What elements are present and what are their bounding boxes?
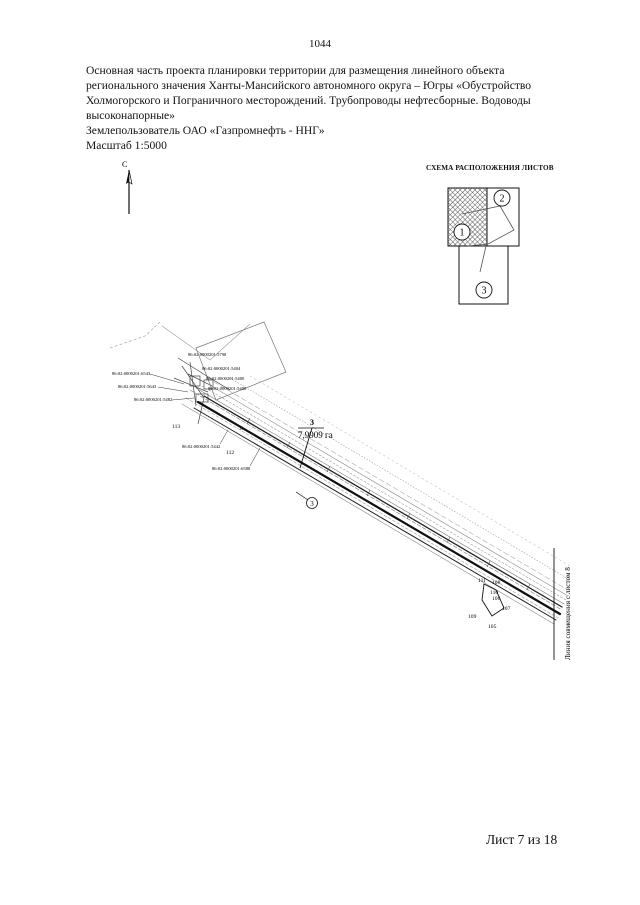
point-111: 111 — [478, 578, 486, 584]
title-line-2: регионального значения Ханты-Мансийского… — [86, 79, 532, 92]
point-107: 107 — [502, 606, 511, 612]
sheet-3-frame — [458, 245, 509, 305]
parcel-label-5: 86:02:0000201:6543 — [112, 371, 151, 376]
circle-label: 3 — [310, 500, 314, 508]
sheet-1-number: 1 — [460, 228, 465, 239]
planning-map: 3 7,9909 га 3 86:02:0000201:5798 86:02:0… — [109, 321, 572, 660]
parcel-label-3: 86:02:0000201:5400 — [206, 376, 245, 381]
point-108: 108 — [492, 580, 501, 586]
parcel-label-2: 86:02:0000201:5404 — [202, 366, 241, 371]
point-112: 112 — [226, 450, 234, 456]
point-113: 113 — [172, 424, 180, 430]
title-line-4: высоконапорные» — [86, 109, 175, 122]
title-line-1: Основная часть проекта планировки террит… — [86, 64, 505, 77]
parcel-label-8: 86:02:0000201:5442 — [182, 444, 221, 449]
parcel-label-9: 86:02:0000201:6588 — [212, 466, 251, 471]
parcel-label-7: 86:02:0000201:5482 — [134, 397, 173, 402]
north-label: С — [122, 160, 127, 169]
page-number: 1044 — [309, 38, 331, 50]
north-arrow-icon: С — [122, 160, 133, 214]
sheet-2-number: 2 — [500, 194, 505, 205]
header-block: Основная часть проекта планировки террит… — [86, 63, 566, 153]
match-line-label: Линия совмещения с листом 8 — [564, 567, 572, 660]
point-105: 105 — [488, 624, 497, 630]
scale-line: Масштаб 1:5000 — [86, 139, 167, 152]
parcel-label-1: 86:02:0000201:5798 — [188, 352, 227, 357]
scheme-title: СХЕМА РАСПОЛОЖЕНИЯ ЛИСТОВ — [426, 164, 554, 172]
point-110: 110 — [490, 590, 498, 596]
sheet-3-number: 3 — [482, 286, 487, 297]
point-8: 8 — [240, 426, 243, 432]
zone-area: 7,9909 га — [298, 430, 333, 440]
sheet-footer: Лист 7 из 18 — [486, 832, 558, 847]
landuser-line: Землепользователь ОАО «Газпромнефть - НН… — [86, 124, 325, 137]
sheet-layout-scheme: 2 1 3 — [447, 187, 520, 305]
parcel-label-6: 86:02:0000201:5643 — [118, 384, 157, 389]
zone-number: 3 — [310, 418, 314, 427]
point-109: 109 — [468, 614, 477, 620]
parcel-label-4: 86:02:0000201:5400 — [208, 386, 247, 391]
title-line-3: Холмогорского и Пограничного месторожден… — [86, 94, 531, 107]
point-106: 106 — [492, 596, 501, 602]
